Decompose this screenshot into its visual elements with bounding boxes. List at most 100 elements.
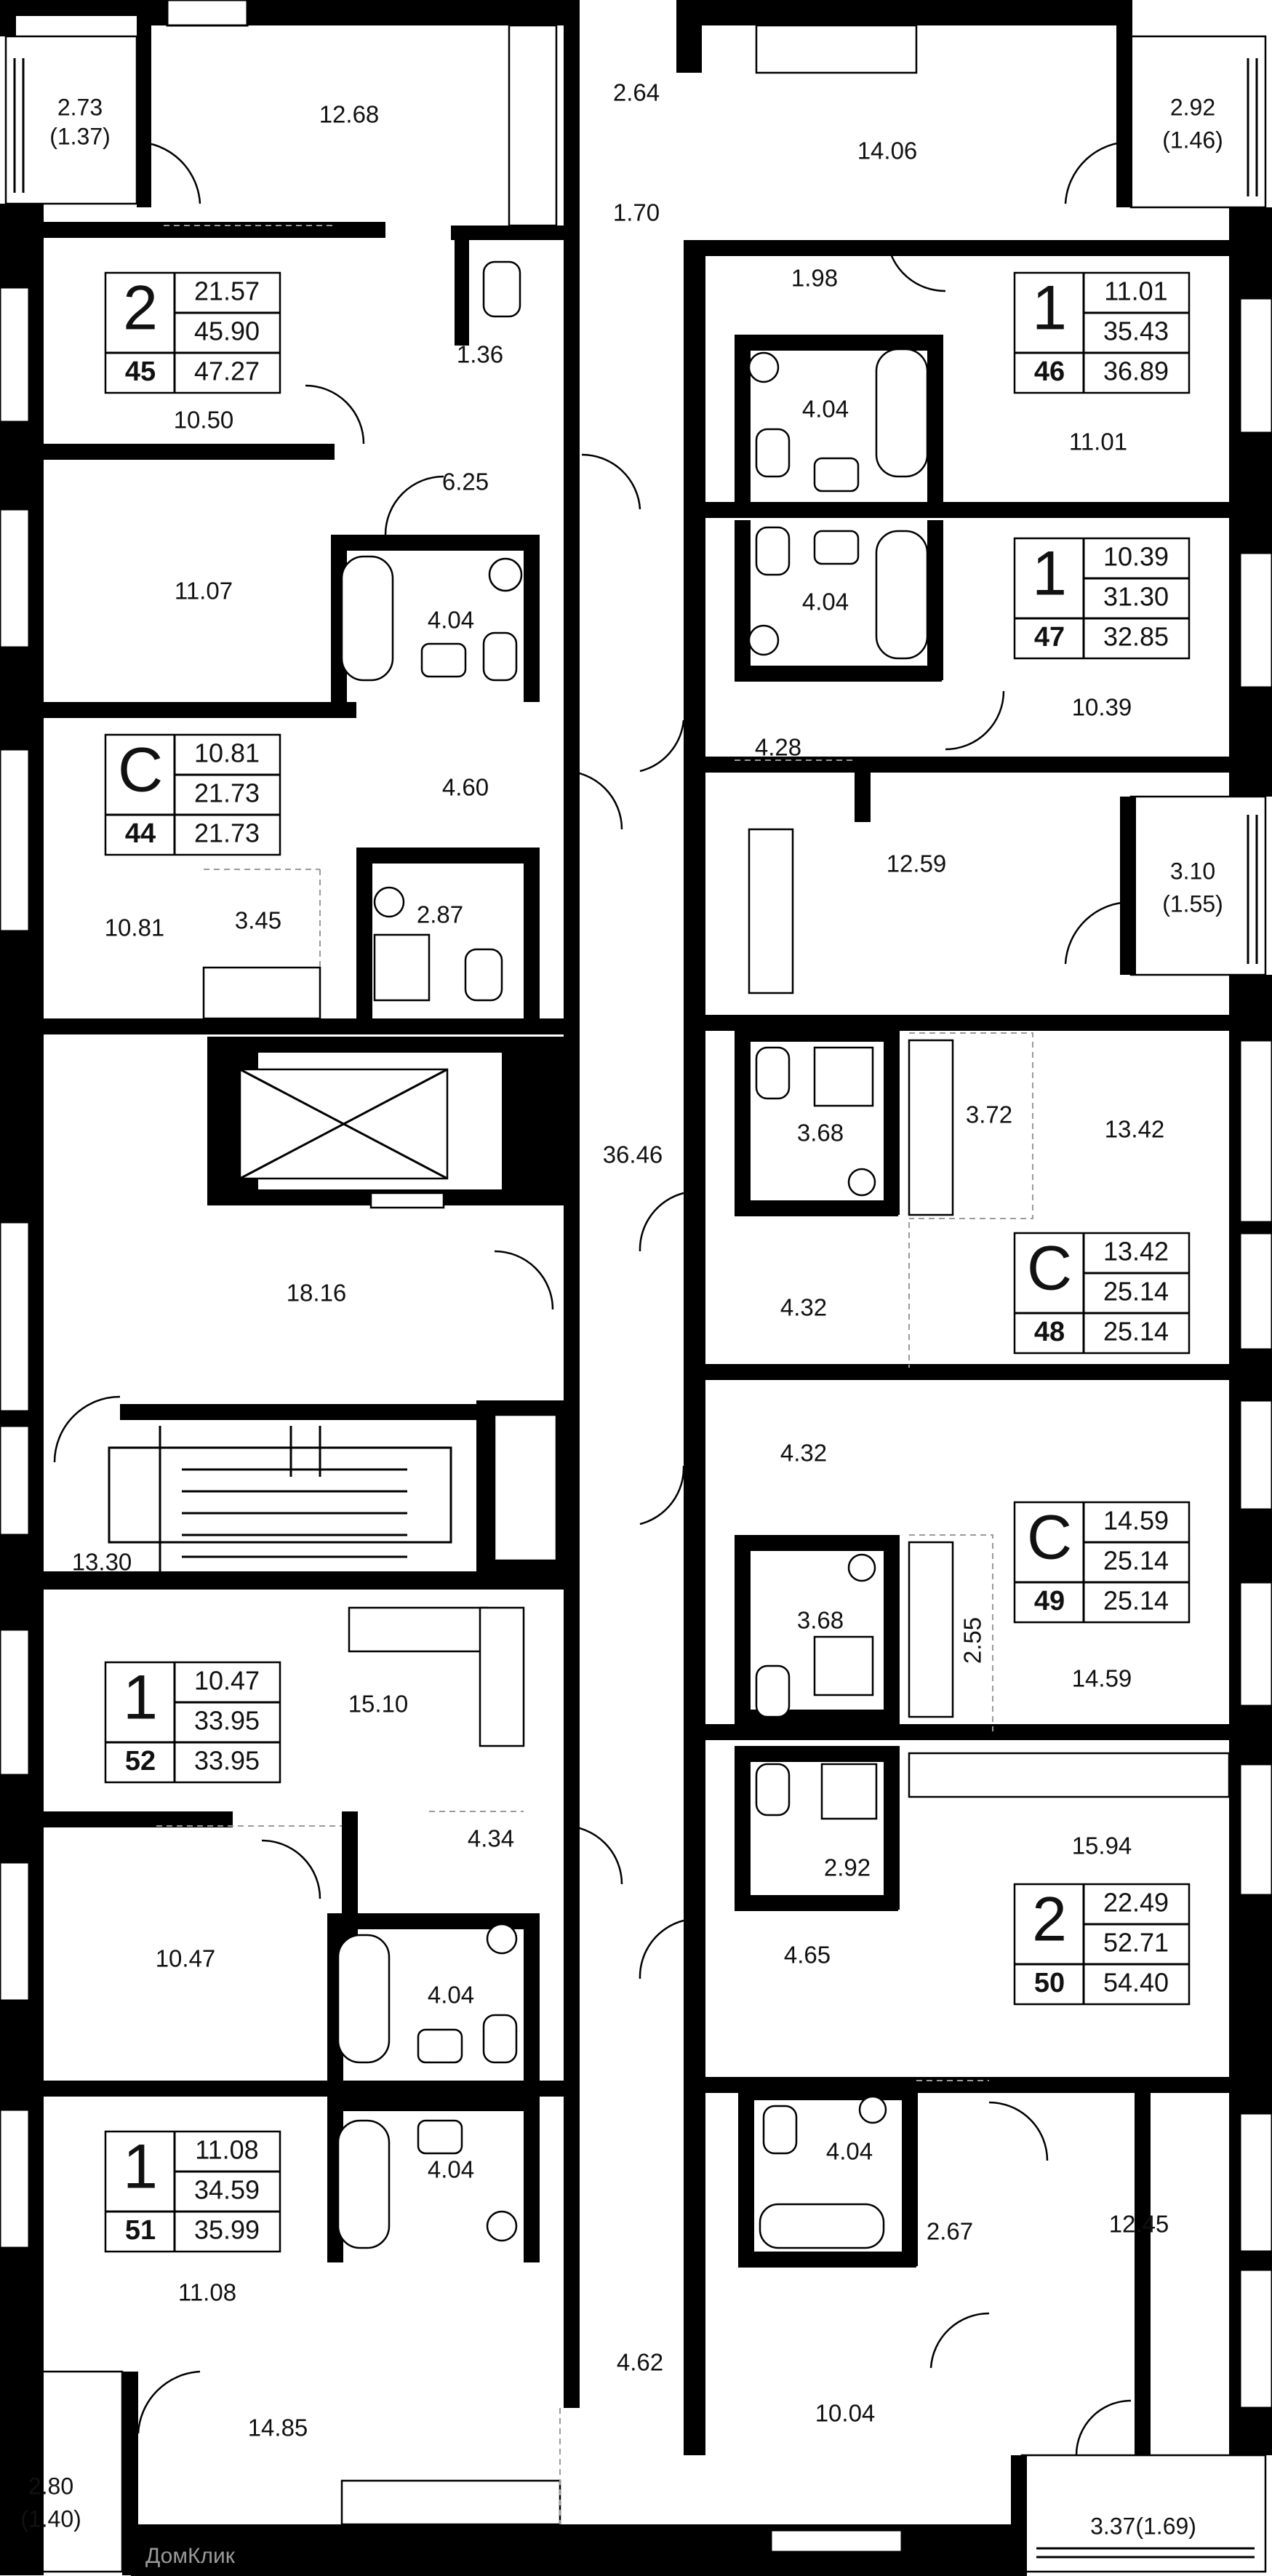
unit-number: 45 [125, 356, 156, 387]
unit-living-area: 10.39 [1103, 542, 1169, 572]
unit-room-count: 1 [1032, 539, 1067, 609]
unit-number: 49 [1034, 1586, 1065, 1616]
unit-number: 48 [1034, 1317, 1065, 1347]
room-area-label: 4.28 [755, 734, 801, 761]
unit-number: 47 [1034, 622, 1065, 653]
unit-total-with-balcony: 21.73 [194, 818, 260, 848]
room-area-label: 4.04 [802, 396, 849, 423]
unit-total-with-balcony: 25.14 [1103, 1317, 1169, 1347]
unit-room-count: 1 [1032, 274, 1067, 343]
unit-room-count: 2 [1032, 1885, 1067, 1955]
unit-badge-52: 1 52 10.47 33.95 33.95 [104, 1661, 281, 1784]
unit-living-area: 10.47 [194, 1666, 260, 1696]
unit-badge-44: С 44 10.81 21.73 21.73 [104, 733, 281, 856]
unit-room-count: С [118, 735, 163, 805]
unit-total-area: 33.95 [194, 1706, 260, 1736]
balcony-area: 3.37(1.69) [1090, 2513, 1196, 2539]
balcony-reduced-area: (1.46) [1162, 127, 1223, 153]
unit-room-count: 1 [123, 1663, 158, 1733]
unit-room-count: 2 [123, 274, 158, 343]
unit-living-area: 11.08 [195, 2135, 258, 2165]
room-area-label: 15.10 [348, 1691, 409, 1718]
unit-badge-50: 2 50 22.49 52.71 54.40 [1013, 1883, 1191, 2006]
unit-total-area: 31.30 [1103, 582, 1169, 612]
unit-total-area: 45.90 [194, 316, 260, 346]
room-area-label: 3.72 [966, 1101, 1012, 1128]
room-area-label: 4.04 [802, 589, 849, 615]
unit-living-area: 10.81 [194, 738, 260, 768]
unit-number: 44 [125, 818, 156, 849]
balcony-area: 2.80 [28, 2473, 73, 2499]
room-area-label: 12.45 [1109, 2211, 1169, 2238]
room-area-label: 4.04 [428, 1982, 474, 2009]
balcony-top-right [1129, 35, 1267, 209]
core [108, 1037, 571, 1590]
balcony-labels: 2.73 (1.37) 2.92 (1.46) 3.10 (1.55) 2.80… [20, 94, 1223, 2539]
room-area-label: 3.45 [235, 907, 281, 934]
room-area-label: 4.62 [617, 2349, 663, 2376]
kitchens [202, 24, 1231, 2526]
room-area-label: 4.34 [468, 1825, 514, 1852]
room-area-label: 12.68 [319, 101, 380, 128]
room-area-label: 1.70 [613, 199, 660, 226]
room-area-label: 1.36 [457, 341, 503, 368]
unit-living-area: 14.59 [1103, 1506, 1169, 1536]
room-area-label: 2.67 [927, 2218, 973, 2245]
room-area-label: 2.92 [824, 1854, 871, 1881]
bathrooms-right [735, 335, 943, 2268]
room-area-label: 2.87 [417, 901, 463, 928]
room-area-label: 4.04 [826, 2138, 873, 2165]
balcony-top-left [4, 35, 138, 205]
room-area-label: 12.59 [887, 850, 947, 877]
room-area-label: 4.60 [442, 774, 489, 801]
room-area-label: 11.07 [175, 578, 233, 605]
unit-total-area: 21.73 [194, 778, 260, 808]
room-area-label: 2.64 [613, 79, 660, 106]
balcony-area: 2.92 [1170, 94, 1215, 120]
balcony-reduced-area: (1.55) [1162, 890, 1223, 917]
unit-living-area: 22.49 [1103, 1888, 1169, 1918]
room-area-label: 4.32 [780, 1440, 827, 1467]
unit-room-count: С [1027, 1234, 1072, 1304]
room-area-label: 2.55 [959, 1617, 986, 1664]
room-area-label: 14.06 [857, 137, 918, 164]
room-area-label: 14.85 [248, 2414, 308, 2441]
room-labels: 12.68 2.64 14.06 1.70 1.98 1.36 4.04 11.… [72, 79, 1169, 2441]
unit-total-area: 25.14 [1103, 1277, 1169, 1307]
room-area-label: 36.46 [603, 1141, 663, 1168]
balcony-reduced-area: (1.37) [49, 123, 111, 149]
unit-number: 51 [125, 2215, 156, 2246]
watermark: ДомКлик [145, 2544, 236, 2568]
unit-living-area: 13.42 [1103, 1237, 1169, 1267]
balcony-area: 2.73 [57, 94, 103, 120]
room-area-label: 10.39 [1072, 694, 1132, 721]
unit-number: 52 [125, 1746, 156, 1777]
room-area-label: 6.25 [442, 468, 489, 495]
unit-total-area: 25.14 [1103, 1546, 1169, 1576]
unit-total-with-balcony: 33.95 [194, 1746, 260, 1776]
partition-walls [29, 222, 1236, 2455]
room-area-label: 10.47 [156, 1945, 216, 1972]
unit-living-area: 11.01 [1104, 276, 1167, 306]
unit-total-with-balcony: 36.89 [1103, 356, 1169, 386]
room-area-label: 18.16 [287, 1280, 347, 1307]
room-area-label: 11.08 [178, 2279, 236, 2306]
unit-total-with-balcony: 54.40 [1103, 1968, 1169, 1998]
room-area-label: 3.68 [797, 1120, 844, 1147]
room-area-label: 3.68 [797, 1607, 844, 1634]
room-area-label: 4.04 [428, 607, 474, 634]
unit-total-with-balcony: 47.27 [194, 356, 260, 386]
doors [53, 140, 1132, 2456]
unit-badge-48: С 48 13.42 25.14 25.14 [1013, 1232, 1191, 1355]
room-area-label: 13.42 [1105, 1116, 1165, 1143]
room-area-label: 13.30 [72, 1549, 132, 1576]
unit-badge-49: С 49 14.59 25.14 25.14 [1013, 1501, 1191, 1624]
unit-badge-46: 1 46 11.01 35.43 36.89 [1013, 271, 1191, 394]
unit-total-with-balcony: 35.99 [194, 2215, 260, 2245]
room-area-label: 4.04 [428, 2156, 474, 2183]
room-area-label: 4.32 [780, 1294, 827, 1321]
unit-total-area: 35.43 [1103, 316, 1169, 346]
room-area-label: 14.59 [1072, 1665, 1132, 1692]
